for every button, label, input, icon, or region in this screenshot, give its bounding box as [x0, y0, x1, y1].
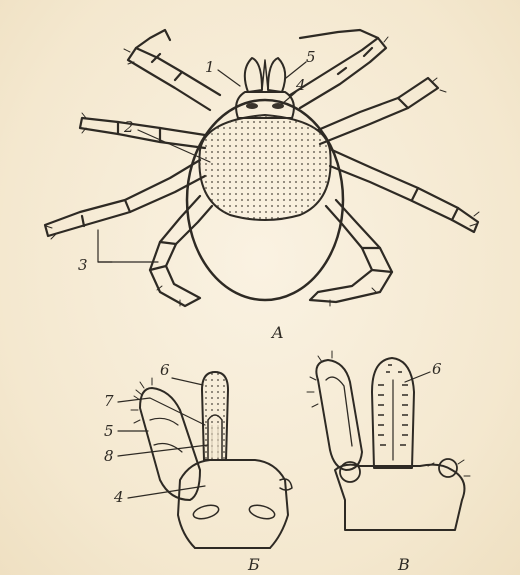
- label-8: 8: [104, 447, 114, 465]
- label-7: 7: [104, 392, 114, 410]
- label-5-left: 5: [104, 422, 114, 440]
- palp-right: [268, 58, 285, 92]
- label-1: 1: [205, 58, 215, 76]
- capitulum-ventral-view: 6 В: [307, 351, 470, 574]
- label-3: 3: [78, 256, 88, 274]
- tick-dorsal-view: 1 5 4 2 3 A: [45, 30, 479, 342]
- basis-capituli-b: [178, 460, 288, 548]
- label-2: 2: [123, 118, 134, 136]
- palp-v: [316, 360, 362, 470]
- label-5-top: 5: [306, 48, 316, 66]
- leader-line-v: [405, 372, 430, 382]
- caption-b: Б: [247, 555, 260, 574]
- basis-capituli-v: [335, 465, 464, 530]
- porose-area-b-left: [192, 503, 220, 521]
- caption-v: В: [397, 555, 410, 574]
- hypostome: [262, 60, 268, 90]
- capitulum-dorsal-view: 6 7 5 8 4 Б: [104, 361, 292, 574]
- palp-left: [245, 58, 262, 92]
- label-4-left: 4: [113, 488, 124, 506]
- porose-area-b-right: [248, 503, 276, 521]
- caption-a: A: [270, 323, 284, 342]
- label-6-left: 6: [160, 361, 170, 379]
- label-6-right: 6: [432, 360, 442, 378]
- label-4-top: 4: [295, 76, 306, 94]
- porose-area-left: [246, 103, 258, 109]
- leader-lines-b: [118, 378, 208, 498]
- palp-b: [140, 388, 200, 500]
